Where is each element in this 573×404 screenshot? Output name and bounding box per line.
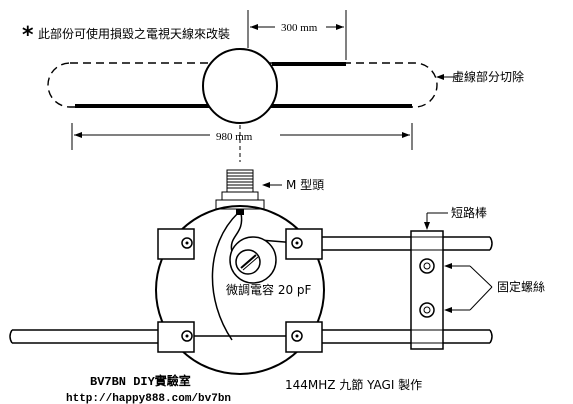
feed-wire-left: [211, 212, 239, 341]
bracket-bottom-left: [157, 321, 195, 353]
capacitor-label: 微調電容 20 pF: [226, 282, 312, 297]
center-hub: [202, 48, 278, 124]
lab-name: BV7BN DIY實驗室: [90, 373, 191, 389]
note-star: *: [22, 23, 34, 48]
bracket-top-left: [157, 228, 195, 260]
trimmer-capacitor: [229, 236, 277, 284]
housing-circle: [155, 205, 325, 375]
dimension-980mm: 980 mm: [71, 123, 413, 150]
short-bar-label: 短路棒: [451, 205, 487, 220]
tube-bottom-left: [9, 329, 158, 344]
feed-wire-center: [230, 212, 243, 253]
lab-url: http://happy888.com/bv7bn: [66, 393, 231, 404]
dim-980-label: 980 mm: [216, 131, 253, 143]
screw-lower: [419, 302, 435, 318]
dashed-part-callout: 虛線部分切除: [436, 69, 524, 84]
screws-label: 固定螺絲: [497, 279, 545, 294]
screws-callout: 固定螺絲: [444, 263, 545, 313]
note-text: 此部份可使用損毀之電視天線來改裝: [38, 26, 230, 41]
dashed-outline: [47, 62, 438, 108]
m-connector: [215, 169, 265, 215]
dim-300-label: 300 mm: [281, 22, 318, 34]
tube-top-right: [322, 236, 493, 251]
tube-bottom-right: [322, 329, 493, 344]
dimension-300mm: 300 mm: [247, 10, 347, 60]
connector-label: M 型頭: [286, 178, 324, 192]
short-bar: [410, 230, 444, 350]
screw-upper: [419, 258, 435, 274]
project-title: 144MHZ 九節 YAGI 製作: [285, 377, 422, 392]
dashed-part-label: 虛線部分切除: [452, 69, 524, 84]
bracket-bottom-right: [285, 321, 323, 353]
bracket-top-right: [285, 228, 323, 260]
